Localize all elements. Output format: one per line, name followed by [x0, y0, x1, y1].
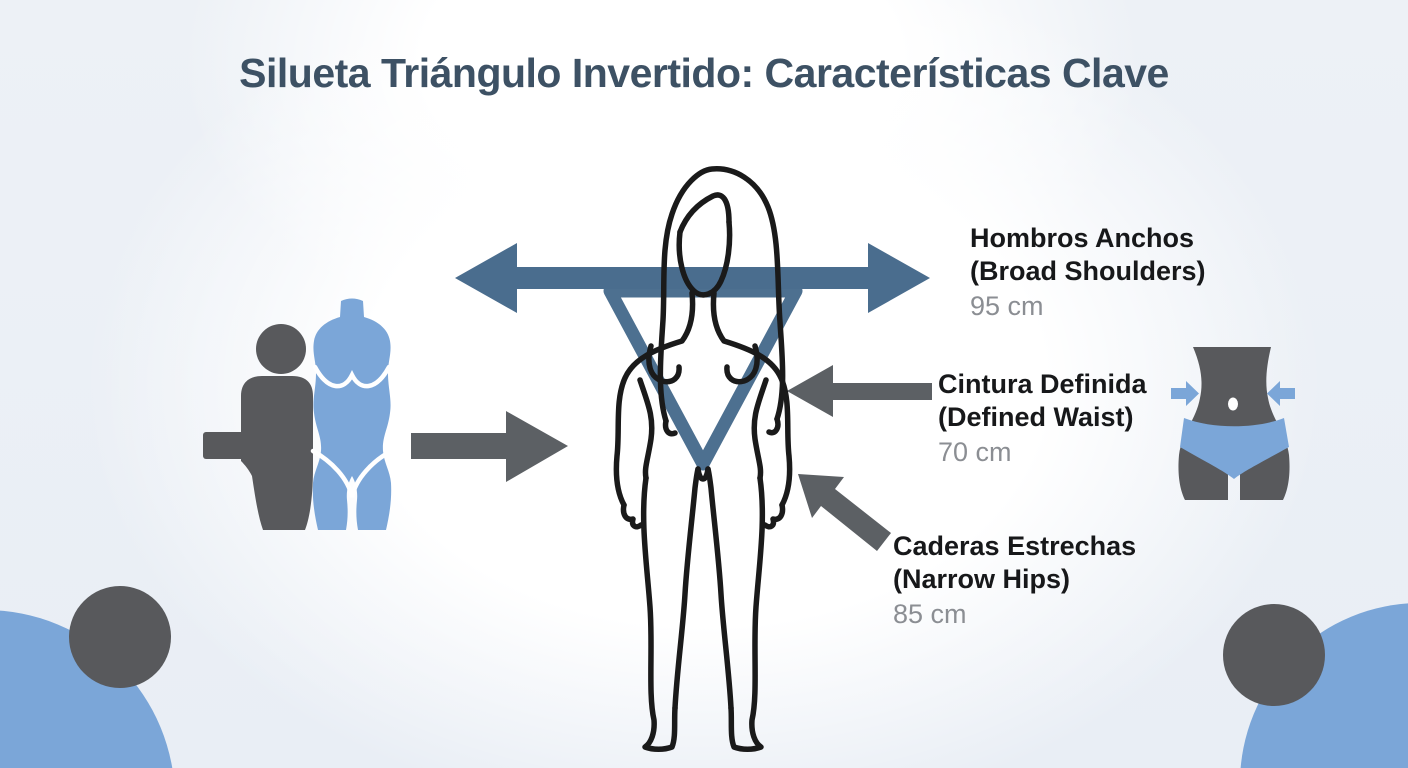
left-leg-inner [672, 466, 701, 711]
mannequin-bust-seam [312, 364, 392, 389]
person-head [256, 324, 306, 374]
shoulders-label-es: Hombros Anchos [970, 223, 1195, 253]
face-outline [676, 219, 733, 298]
left-torso-side [637, 377, 655, 481]
bottom-left-gray-circle [69, 586, 171, 688]
right-torso-side [751, 377, 769, 481]
mannequin-torso-icon [312, 298, 392, 530]
hips-arrow-icon [798, 474, 891, 551]
right-leg-inner [705, 466, 734, 711]
left-leg-outer [640, 475, 678, 752]
bottom-right-gray-circle [1223, 604, 1325, 706]
right-leg-outer [728, 475, 766, 752]
female-body-outline [613, 166, 793, 752]
hips-label-en: (Narrow Hips) [893, 564, 1071, 594]
comparison-right-arrow-icon [411, 411, 568, 482]
bust-left [646, 343, 682, 385]
person-body [241, 376, 313, 530]
waist-arrow-icon [787, 365, 932, 417]
hips-label-es: Caderas Estrechas [893, 531, 1137, 561]
corner-decorations [0, 586, 1408, 768]
shoulders-label-en: (Broad Shoulders) [970, 256, 1206, 286]
navel-dot [1228, 397, 1238, 411]
right-hand [762, 502, 786, 530]
mannequin-panty-seam [310, 448, 394, 498]
waist-label-es: Cintura Definida [938, 369, 1147, 399]
pinch-arrow-left-icon [1171, 381, 1199, 406]
slim-waist-icon [1171, 347, 1295, 500]
annotation-shoulders: Hombros Anchos (Broad Shoulders) 95 cm [970, 222, 1206, 323]
hips-value: 85 cm [893, 599, 967, 629]
pinch-arrow-right-icon [1267, 381, 1295, 406]
waist-value: 70 cm [938, 437, 1012, 467]
waist-panty-overlay [1180, 418, 1289, 479]
right-shoulder-arm [710, 290, 793, 508]
hair-fringe [677, 192, 732, 235]
shoulders-double-arrow-icon [455, 243, 930, 313]
shoulders-value: 95 cm [970, 291, 1044, 321]
hair-tips [662, 416, 781, 437]
hair-outline [657, 166, 786, 424]
waist-label-en: (Defined Waist) [938, 402, 1134, 432]
bust-right [724, 343, 760, 385]
bottom-left-blue-circle [0, 610, 173, 768]
body-shape-comparison-icon [203, 298, 568, 530]
left-hand [620, 502, 644, 530]
page-title: Silueta Triángulo Invertido: Característ… [239, 50, 1169, 96]
annotation-waist: Cintura Definida (Defined Waist) 70 cm [938, 368, 1147, 469]
left-shoulder-arm [613, 290, 696, 508]
bottom-right-blue-circle [1240, 603, 1408, 768]
inverted-triangle-overlay [603, 284, 803, 471]
crotch-line [695, 466, 711, 482]
annotation-hips: Caderas Estrechas (Narrow Hips) 85 cm [893, 530, 1136, 631]
